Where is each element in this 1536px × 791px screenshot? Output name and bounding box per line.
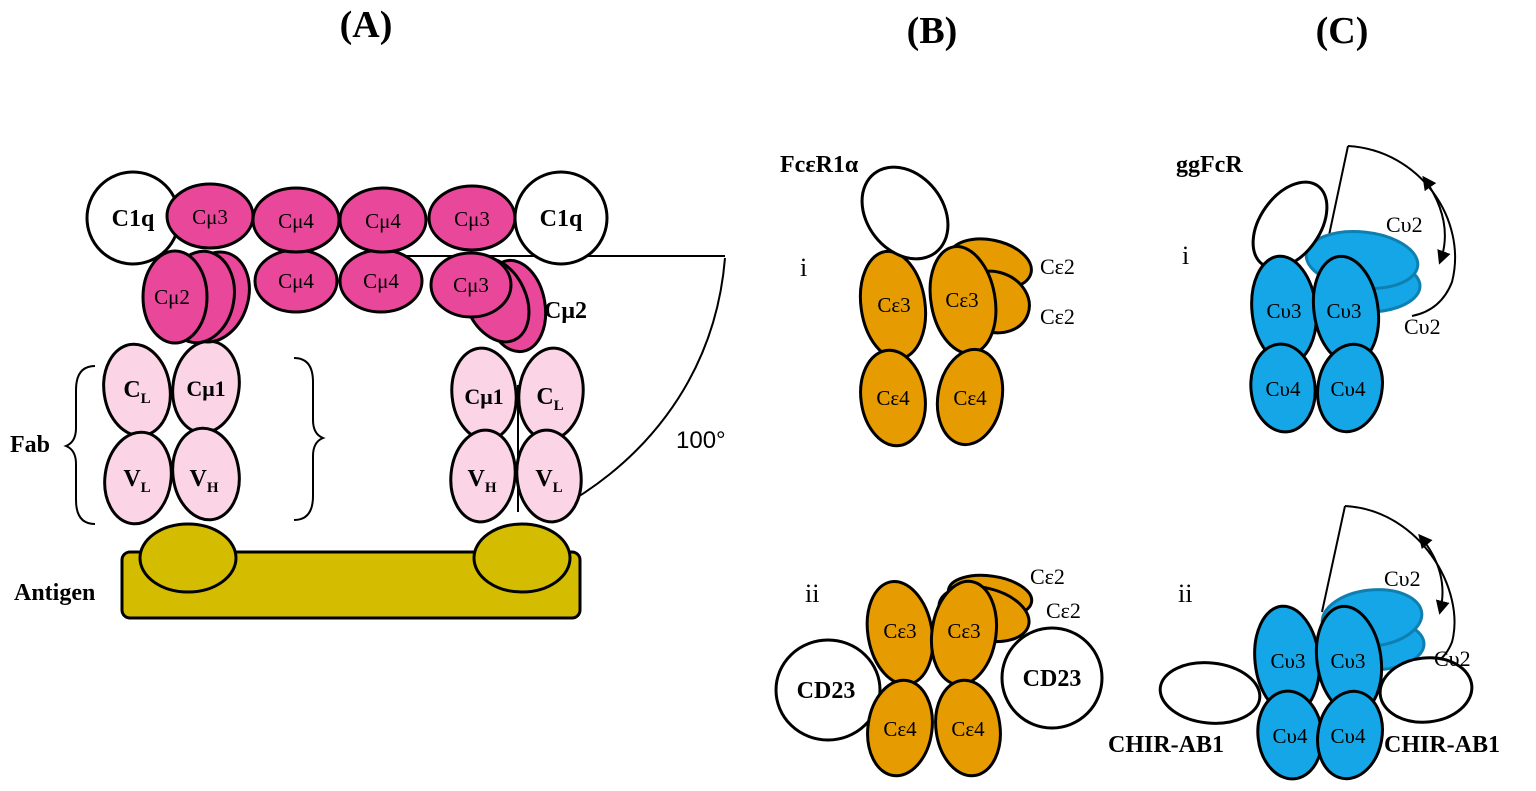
cmu2-side-label: Cμ2 (544, 298, 587, 324)
cv3-label-ii-right: Cυ3 (1331, 649, 1366, 673)
ce2-label-i-top: Cε2 (1040, 254, 1075, 279)
swing-arrow-c-i (1422, 175, 1451, 265)
ce4-label-i-left: Cε4 (876, 386, 910, 410)
fceri-label: FcεR1α (780, 152, 859, 178)
ce2-label-i-bottom: Cε2 (1040, 304, 1075, 329)
cv3-label-i-left: Cυ3 (1267, 299, 1302, 323)
panel-label-b: (B) (907, 10, 958, 52)
vh-domain-left (171, 426, 241, 522)
vl-domain-left (103, 430, 173, 526)
cd23-label-right: CD23 (1023, 666, 1082, 692)
cmu4-label-upper-2: Cμ4 (365, 209, 401, 233)
cv2-label-i-top: Cυ2 (1386, 212, 1423, 237)
panel-b: i FcεR1α Cε2 Cε2 Cε3 Cε3 Cε4 Cε4 ii Cε2 … (774, 152, 1104, 778)
angle-line-c-ii (1321, 505, 1346, 613)
antigen-epitope-left (138, 522, 238, 594)
cv4-domain-i-left (1249, 342, 1317, 434)
vh-label-right: VH (467, 466, 496, 496)
cmu1-label-right: Cμ1 (464, 384, 503, 409)
cv2-label-i-bottom: Cυ2 (1404, 314, 1441, 339)
ce4-domain-ii-left (866, 678, 934, 778)
cmu3-label-upper-right: Cμ3 (454, 207, 490, 231)
ce4-label-ii-left: Cε4 (883, 717, 917, 741)
cmu3-domain-lower-right (429, 251, 513, 319)
cd23-label-left: CD23 (797, 678, 856, 704)
cmu4-label-lower-2: Cμ4 (363, 269, 399, 293)
fceri-receptor (860, 165, 950, 261)
cmu3-label-upper-left: Cμ3 (192, 205, 228, 229)
cv3-label-i-right: Cυ3 (1327, 299, 1362, 323)
cl-label-left: CL (123, 377, 150, 407)
cv4-domain-i-right (1316, 342, 1384, 434)
cd23-left (774, 638, 882, 742)
cv4-domain-ii-right (1316, 689, 1384, 781)
cv2-label-ii-bottom: Cυ2 (1434, 646, 1471, 671)
chir-ab1-label-right: CHIR-AB1 (1384, 732, 1500, 758)
vh-domain-right (449, 428, 517, 524)
fab-bracket-right (293, 357, 326, 521)
ggfcr-label: ggFcR (1176, 152, 1243, 178)
cmu2-domain-left-front (141, 249, 209, 345)
cd23-right (1000, 626, 1104, 730)
antigen-bar (120, 550, 582, 620)
cv4-label-ii-left: Cυ4 (1273, 724, 1308, 748)
angle-arc-c-i (1347, 145, 1457, 317)
cv4-label-i-left: Cυ4 (1266, 377, 1301, 401)
panel-c-i-label: i (1182, 241, 1189, 270)
cmu4-domain-upper-2 (338, 186, 428, 254)
cv4-label-ii-right: Cυ4 (1331, 724, 1366, 748)
vl-label-left: VL (123, 466, 150, 496)
cmu1-label-left: Cμ1 (186, 376, 225, 401)
cv3-label-ii-left: Cυ3 (1271, 649, 1306, 673)
angle-line-c-i (1327, 145, 1349, 241)
cmu3-domain-upper-right (427, 184, 517, 252)
fab-bracket-left (63, 365, 96, 525)
ce3-label-i-right: Cε3 (945, 288, 978, 312)
vl-domain-right (515, 428, 583, 524)
panel-label-c: (C) (1316, 10, 1369, 52)
panel-c: i ggFcR Cυ2 Cυ2 Cυ3 Cυ3 Cυ4 Cυ4 ii Cυ2 C… (1108, 145, 1500, 781)
panel-b-i-label: i (800, 253, 807, 282)
antigen-epitope-right (472, 522, 572, 594)
ce4-domain-i-left (859, 348, 927, 448)
cv4-label-i-right: Cυ4 (1331, 377, 1366, 401)
panel-label-a: (A) (340, 4, 393, 46)
ce4-domain-ii-right (934, 678, 1002, 778)
swing-arrow-c-ii (1418, 533, 1450, 615)
ce4-domain-i-right (935, 347, 1005, 447)
chir-ab1-left (1158, 661, 1262, 725)
ce2-label-ii-bottom: Cε2 (1046, 598, 1081, 623)
panel-c-ii-label: ii (1178, 579, 1192, 608)
vh-label-left: VH (189, 466, 218, 496)
cmu2-label-left: Cμ2 (154, 285, 190, 309)
ce2-label-ii-top: Cε2 (1030, 564, 1065, 589)
cmu3-label-lower-right: Cμ3 (453, 273, 489, 297)
cmu4-label-upper-1: Cμ4 (278, 209, 314, 233)
panel-a: 100° Antigen Fab CL Cμ1 VL VH Cμ1 CL VH … (10, 170, 726, 620)
ce3-label-ii-right: Cε3 (947, 619, 980, 643)
angle-label: 100° (676, 427, 726, 454)
antigen-label: Antigen (14, 580, 95, 606)
ce4-label-ii-right: Cε4 (951, 717, 985, 741)
c1q-label-right: C1q (540, 206, 583, 232)
ce3-label-ii-left: Cε3 (883, 619, 916, 643)
chir-ab1-right (1378, 656, 1474, 724)
ce4-label-i-right: Cε4 (953, 386, 987, 410)
ce3-label-i-left: Cε3 (877, 293, 910, 317)
fab-label: Fab (10, 432, 50, 458)
panel-b-ii-label: ii (805, 579, 819, 608)
cmu4-label-lower-1: Cμ4 (278, 269, 314, 293)
vl-label-right: VL (535, 466, 562, 496)
cl-label-right: CL (536, 384, 563, 414)
c1q-label-left: C1q (112, 206, 155, 232)
chir-ab1-label-left: CHIR-AB1 (1108, 732, 1224, 758)
cv2-label-ii-top: Cυ2 (1384, 566, 1421, 591)
